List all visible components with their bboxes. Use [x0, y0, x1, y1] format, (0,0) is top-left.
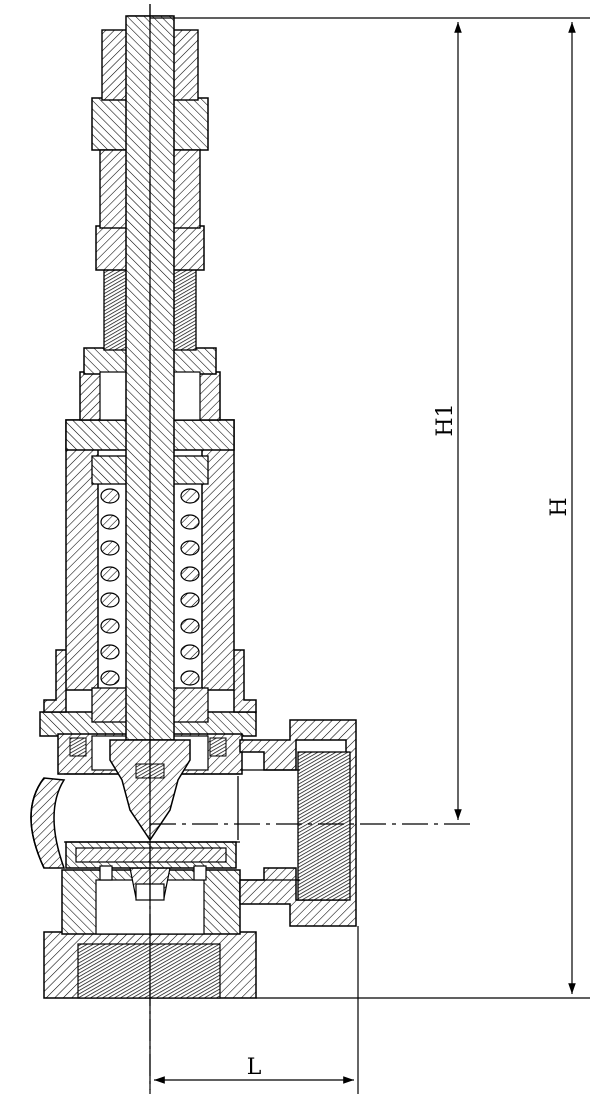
- dimension-label-h1: H1: [433, 403, 458, 436]
- valve-stem: [109, 4, 191, 1094]
- side-outlet: [237, 719, 357, 927]
- spring: [91, 455, 209, 723]
- dimension-label-h: H: [547, 497, 572, 516]
- dimension-label-l: L: [247, 1055, 262, 1080]
- dimension-lines: [150, 17, 590, 1094]
